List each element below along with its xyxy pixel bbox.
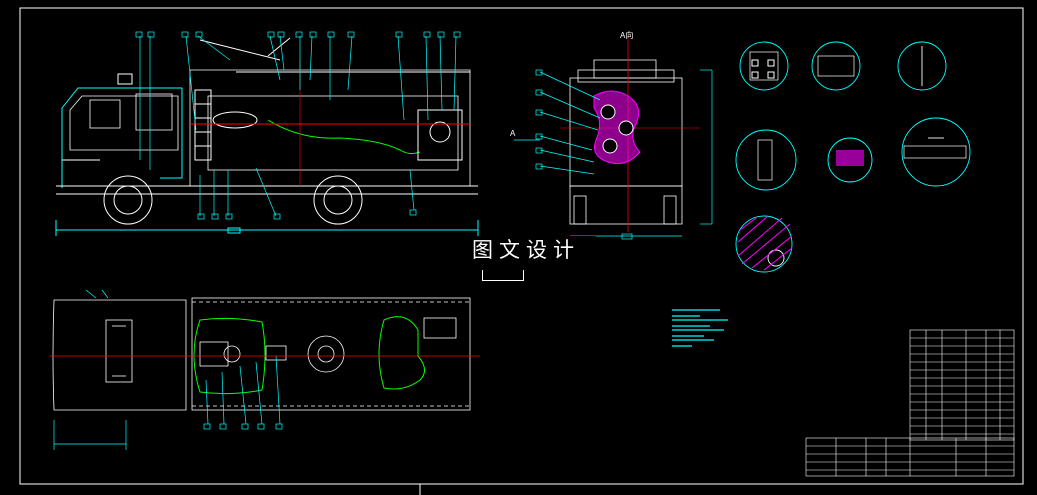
watermark: 图文设计: [456, 236, 596, 284]
plan-view-leaders: [53, 289, 283, 450]
side-elevation-leaders: [135, 31, 461, 220]
watermark-underline: [482, 270, 524, 281]
plan-view: [52, 297, 471, 411]
rear-view-hatch: [593, 90, 641, 165]
sheet-frame: [19, 7, 1024, 485]
front-wheel: [103, 175, 153, 225]
rear-wheel: [313, 175, 363, 225]
rear-view-leaders: [514, 69, 713, 240]
plan-view-boundary-right: [378, 316, 425, 390]
detail-circles: [735, 41, 971, 273]
rear-view-marker: A向: [620, 30, 633, 40]
side-elevation-view: [55, 37, 479, 236]
title-block: [805, 329, 1015, 477]
detail-hatches: [737, 59, 864, 271]
legend-block: [672, 309, 728, 347]
side-section-marker: A: [510, 129, 516, 138]
plan-view-boundary: [193, 317, 266, 395]
watermark-text: 图文设计: [472, 238, 580, 262]
